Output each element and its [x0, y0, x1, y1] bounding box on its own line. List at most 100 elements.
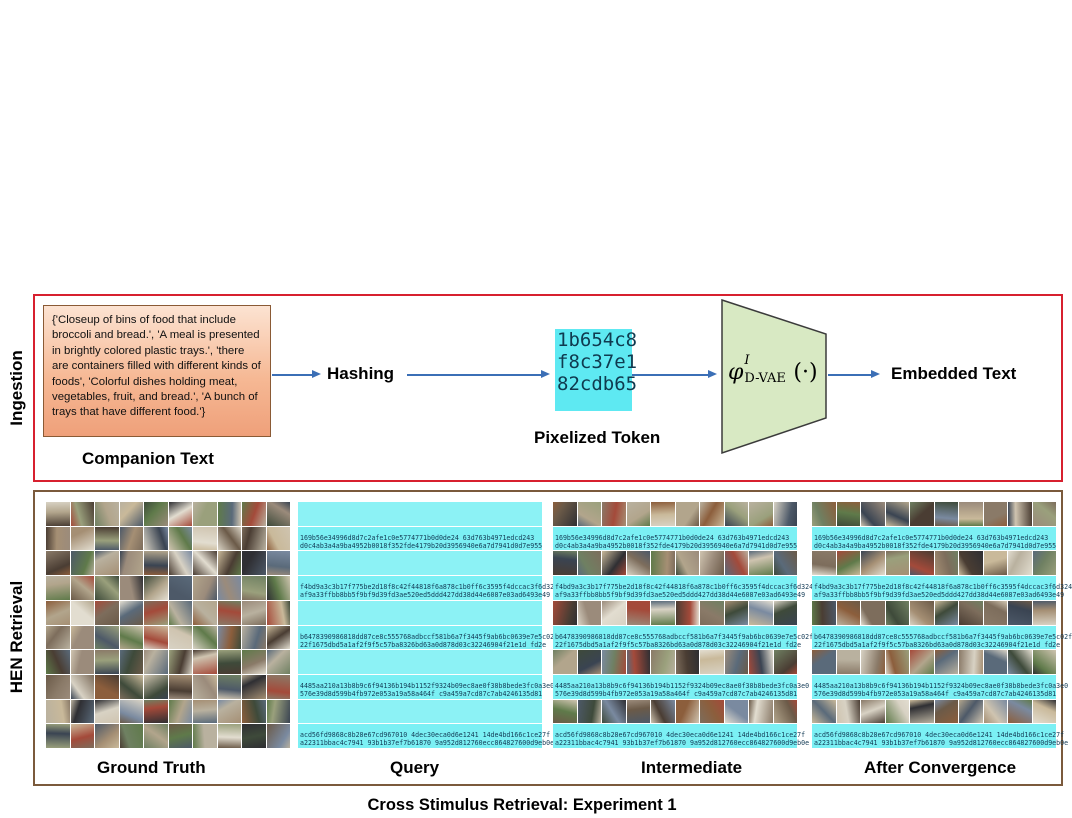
- image-thumbnail: [812, 699, 836, 724]
- image-thumbnail: [959, 502, 983, 526]
- image-thumbnail: [626, 551, 650, 576]
- image-thumbnail: [70, 526, 94, 551]
- image-thumbnail: [193, 724, 217, 748]
- image-thumbnail: [217, 526, 241, 551]
- image-thumbnail: [959, 650, 983, 674]
- arrow-to-output: [828, 374, 873, 376]
- image-thumbnail: [70, 551, 94, 576]
- image-thumbnail: [959, 699, 983, 724]
- image-thumbnail: [46, 674, 70, 699]
- arrow-head-icon: [871, 370, 880, 378]
- pixelized-token-label: Pixelized Token: [534, 428, 661, 447]
- image-thumbnail: [749, 551, 773, 576]
- image-thumbnail: [934, 650, 958, 674]
- image-thumbnail: [193, 699, 217, 724]
- hashing-label: Hashing: [327, 364, 395, 383]
- image-thumbnail: [675, 551, 699, 576]
- image-thumbnail: [119, 576, 143, 600]
- hash-token-row: acd56fd9868c8b28e67cd967010 4dec30eca0d6…: [553, 724, 809, 748]
- image-thumbnail: [959, 551, 983, 576]
- after-convergence-grid: 169b56e34996d8d7c2afe1c0e5774771b0d0de24…: [812, 502, 1072, 748]
- image-thumbnail: [1032, 551, 1056, 576]
- image-thumbnail: [70, 625, 94, 650]
- image-thumbnail: [885, 699, 909, 724]
- image-thumbnail: [602, 699, 626, 724]
- image-thumbnail: [700, 600, 724, 625]
- image-thumbnail: [983, 650, 1007, 674]
- image-thumbnail: [46, 576, 70, 600]
- token-line: 1b654c8: [557, 329, 638, 351]
- image-thumbnail: [46, 625, 70, 650]
- image-thumbnail: [812, 650, 836, 674]
- image-thumbnail: [242, 576, 266, 600]
- hash-token-row: acd56fd9868c8b28e67cd967010 4dec30eca0d6…: [298, 724, 554, 748]
- image-thumbnail: [983, 502, 1007, 526]
- image-thumbnail: [553, 699, 577, 724]
- image-thumbnail: [910, 502, 934, 526]
- ground-truth-label: Ground Truth: [97, 758, 206, 777]
- image-thumbnail: [70, 576, 94, 600]
- image-thumbnail: [70, 724, 94, 748]
- hash-token-row: [298, 650, 542, 674]
- arrow-head-icon: [708, 370, 717, 378]
- image-thumbnail: [1032, 650, 1056, 674]
- image-thumbnail: [1032, 699, 1056, 724]
- arrow-to-decoder: [632, 374, 710, 376]
- image-thumbnail: [119, 674, 143, 699]
- image-thumbnail: [553, 502, 577, 526]
- image-thumbnail: [193, 576, 217, 600]
- image-thumbnail: [910, 600, 934, 625]
- image-thumbnail: [70, 502, 94, 526]
- image-thumbnail: [626, 650, 650, 674]
- hash-token-row: 4485aa210a13b8b9c6f94136b194b1152f9324b0…: [812, 674, 1068, 699]
- image-thumbnail: [266, 724, 290, 748]
- image-thumbnail: [144, 551, 168, 576]
- image-thumbnail: [242, 724, 266, 748]
- image-thumbnail: [626, 502, 650, 526]
- hash-token-row: [298, 600, 542, 625]
- image-thumbnail: [168, 502, 192, 526]
- hash-token-row: f4bd9a3c3b17f775be2d18f8c42f44818f6a878c…: [812, 576, 1072, 600]
- image-thumbnail: [168, 625, 192, 650]
- image-thumbnail: [749, 650, 773, 674]
- image-thumbnail: [168, 600, 192, 625]
- image-thumbnail: [934, 600, 958, 625]
- image-thumbnail: [577, 699, 601, 724]
- query-grid: 169b56e34996d8d7c2afe1c0e5774771b0d0de24…: [298, 502, 558, 748]
- dvae-decoder-trapezoid: [721, 298, 827, 455]
- image-thumbnail: [861, 502, 885, 526]
- image-thumbnail: [602, 502, 626, 526]
- image-thumbnail: [95, 502, 119, 526]
- image-thumbnail: [217, 650, 241, 674]
- image-thumbnail: [577, 600, 601, 625]
- image-thumbnail: [934, 551, 958, 576]
- image-thumbnail: [910, 699, 934, 724]
- image-thumbnail: [266, 526, 290, 551]
- image-thumbnail: [217, 551, 241, 576]
- image-thumbnail: [95, 625, 119, 650]
- image-thumbnail: [95, 674, 119, 699]
- image-thumbnail: [934, 699, 958, 724]
- hash-token-row: [298, 699, 542, 724]
- image-thumbnail: [266, 576, 290, 600]
- query-label: Query: [390, 758, 440, 777]
- image-thumbnail: [144, 650, 168, 674]
- image-thumbnail: [46, 502, 70, 526]
- image-thumbnail: [602, 551, 626, 576]
- formula-argument: (·): [793, 360, 818, 385]
- image-thumbnail: [836, 600, 860, 625]
- image-thumbnail: [46, 724, 70, 748]
- image-thumbnail: [168, 551, 192, 576]
- image-thumbnail: [144, 724, 168, 748]
- image-thumbnail: [217, 625, 241, 650]
- image-thumbnail: [70, 674, 94, 699]
- image-thumbnail: [193, 674, 217, 699]
- image-thumbnail: [1008, 650, 1032, 674]
- intermediate-label: Intermediate: [641, 758, 743, 777]
- formula-subscript: D-VAE: [744, 371, 786, 386]
- image-thumbnail: [675, 699, 699, 724]
- image-thumbnail: [577, 502, 601, 526]
- arrow-to-hashing: [272, 374, 314, 376]
- image-thumbnail: [46, 650, 70, 674]
